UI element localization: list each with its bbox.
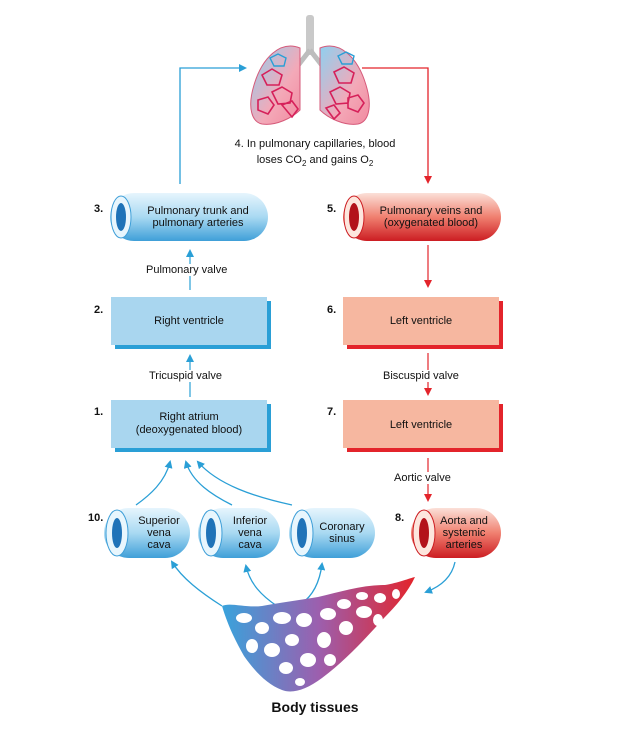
step-number-5: 5. <box>327 203 337 215</box>
step-number-10: 10. <box>88 512 104 524</box>
tricuspid-valve-label: Tricuspid valve <box>147 370 224 382</box>
lungs-icon <box>250 15 370 125</box>
aortic-valve-label: Aortic valve <box>392 472 453 484</box>
step-number-6: 6. <box>327 304 337 316</box>
pulmonary-veins-tube <box>343 193 501 241</box>
left-ventricle-2-box <box>343 400 499 448</box>
right-ventricle-label: Right ventricle <box>154 315 224 327</box>
bicuspid-valve-label: Biscuspid valve <box>381 370 461 382</box>
step-number-2: 2. <box>94 304 104 316</box>
body-tissues-label: Body tissues <box>271 699 359 715</box>
superior-vena-cava-tube <box>104 508 190 558</box>
right-atrium-label: Right atrium(deoxygenated blood) <box>135 411 243 436</box>
pulmonary-valve-label: Pulmonary valve <box>144 264 230 276</box>
capillary-bed-icon <box>222 577 415 692</box>
coronary-sinus-tube <box>289 508 375 558</box>
aorta-tube <box>411 508 501 558</box>
step-number-1: 1. <box>94 406 104 418</box>
step-number-8: 8. <box>395 512 405 524</box>
left-ventricle-label: Left ventricle <box>389 315 453 327</box>
step-number-3: 3. <box>94 203 104 215</box>
pulmonary-trunk-tube <box>110 193 268 241</box>
step4-line2: loses CO2 and gains O2 <box>256 154 374 169</box>
step4-line1: 4. In pulmonary capillaries, blood <box>234 138 396 150</box>
right-ventricle-box <box>111 297 267 345</box>
left-ventricle-box <box>343 297 499 345</box>
pulmonary-veins-label: Pulmonary veins and(oxygenated blood) <box>379 205 483 229</box>
step-number-7: 7. <box>327 406 337 418</box>
inferior-vena-cava-tube <box>198 508 280 558</box>
right-atrium-box <box>111 400 267 448</box>
step4-caption: 4. In pulmonary capillaries, blood loses… <box>190 136 440 172</box>
left-ventricle-2-label: Left ventricle <box>389 419 453 431</box>
